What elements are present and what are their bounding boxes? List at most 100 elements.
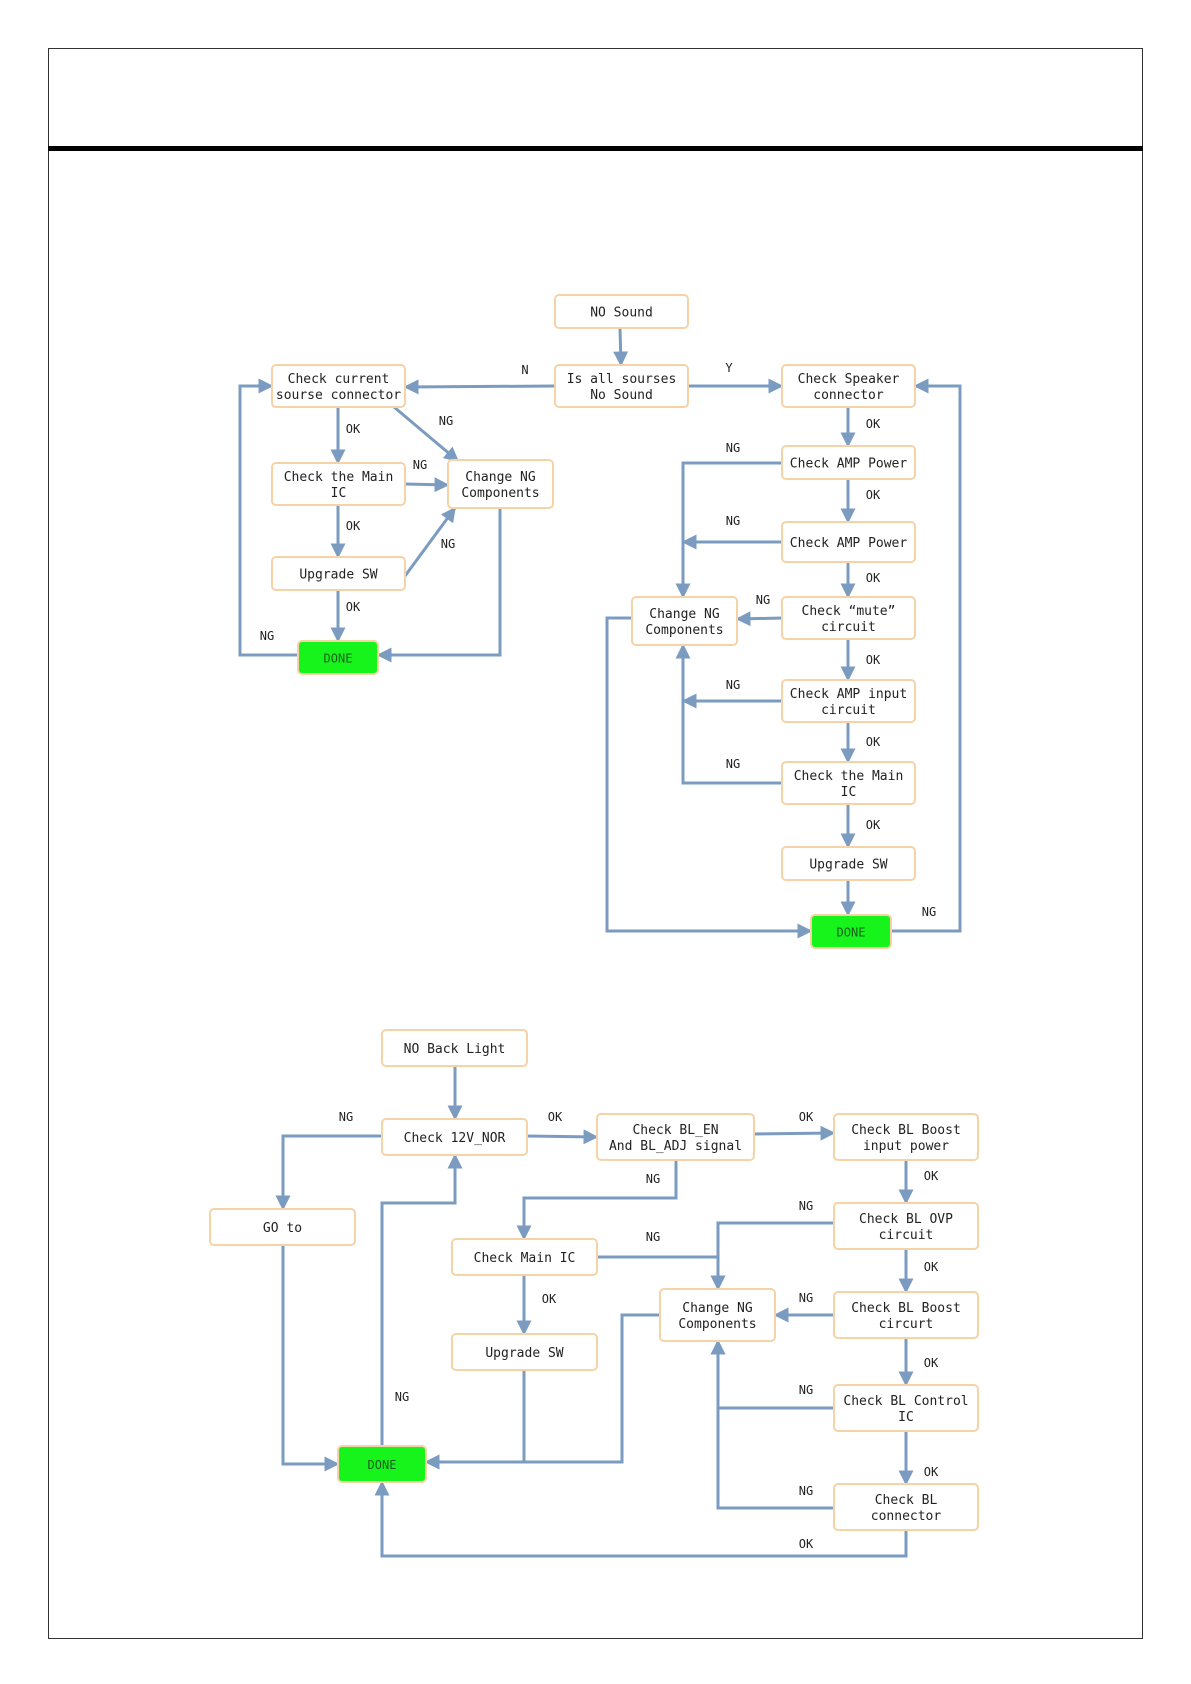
edge-label-ng: NG xyxy=(756,593,770,607)
node-label: Components xyxy=(461,486,539,501)
node-box xyxy=(271,556,406,591)
edge-arrow xyxy=(281,1245,340,1472)
node-check-12v: Check 12V_NOR xyxy=(381,1118,528,1156)
edge-label-ng: NG xyxy=(726,514,740,528)
edge-arrow xyxy=(735,611,783,627)
edge-label-ok: OK xyxy=(866,653,881,667)
node-upgrade-sw-3: Upgrade SW xyxy=(451,1333,598,1371)
node-label: Check Main IC xyxy=(474,1251,576,1266)
node-box xyxy=(271,462,406,506)
edge-arrow xyxy=(380,1153,463,1446)
edge-arrow xyxy=(403,379,556,395)
node-upgrade-sw-2: Upgrade SW xyxy=(781,846,916,881)
node-check-amp-power-1: Check AMP Power xyxy=(781,445,916,480)
node-label: circuit xyxy=(821,703,876,718)
node-label: GO to xyxy=(263,1221,302,1236)
edge-label-ng: NG xyxy=(646,1230,660,1244)
edge-label-ng: NG xyxy=(260,629,274,643)
node-label: circurt xyxy=(879,1317,934,1332)
edge-arrow xyxy=(597,1255,726,1291)
node-box xyxy=(631,596,738,646)
node-label: circuit xyxy=(879,1228,934,1243)
edge-label-ok: OK xyxy=(866,417,881,431)
node-label: DONE xyxy=(837,926,866,940)
edges-layer xyxy=(238,327,962,1558)
node-label: Check BL Control xyxy=(843,1394,968,1409)
node-label: connector xyxy=(813,388,884,403)
node-box xyxy=(781,761,916,805)
edge-arrow xyxy=(753,1125,836,1141)
node-done-1: DONE xyxy=(297,640,379,675)
node-label: IC xyxy=(898,1410,914,1425)
edge-arrow xyxy=(675,461,782,599)
edge-arrow xyxy=(516,1160,678,1241)
node-label: And BL_ADJ signal xyxy=(609,1139,742,1154)
edge-label-ng: NG xyxy=(441,537,455,551)
edge-arrow xyxy=(403,506,457,577)
edge-label-ok: OK xyxy=(924,1169,939,1183)
node-label: Upgrade SW xyxy=(299,568,377,583)
node-label: DONE xyxy=(368,1458,397,1472)
node-box xyxy=(337,1445,427,1483)
edge-label-ok: OK xyxy=(799,1110,814,1124)
node-box xyxy=(297,640,379,675)
node-label: Check AMP Power xyxy=(790,536,908,551)
edge-label-ng: NG xyxy=(413,458,427,472)
node-box xyxy=(833,1202,979,1250)
node-label: No Sound xyxy=(590,388,653,403)
node-box xyxy=(451,1333,598,1371)
node-box xyxy=(554,294,689,329)
header-rule xyxy=(48,146,1143,151)
node-box xyxy=(781,679,916,723)
edge-arrow xyxy=(891,378,962,933)
node-upgrade-sw-1: Upgrade SW xyxy=(271,556,406,591)
edge-arrow xyxy=(605,616,813,939)
node-box xyxy=(781,596,916,640)
edge-label-ng: NG xyxy=(799,1484,813,1498)
node-label: Upgrade SW xyxy=(485,1346,563,1361)
edge-label-ok: OK xyxy=(924,1465,939,1479)
edge-arrow xyxy=(613,327,629,367)
node-done-3: DONE xyxy=(337,1445,427,1483)
edge-arrow xyxy=(710,1339,834,1410)
edge-label-ng: NG xyxy=(646,1172,660,1186)
node-box xyxy=(596,1113,755,1161)
node-box xyxy=(833,1483,979,1531)
node-check-amp-power-2: Check AMP Power xyxy=(781,521,916,563)
edge-arrow xyxy=(238,378,298,657)
node-label: Components xyxy=(645,623,723,638)
node-label: Check BL Boost xyxy=(851,1123,961,1138)
node-label: Change NG xyxy=(465,470,536,485)
node-check-mute: Check “mute”circuit xyxy=(781,596,916,640)
edge-label-ng: NG xyxy=(799,1291,813,1305)
edge-label-ng: NG xyxy=(339,1110,353,1124)
node-no-sound: NO Sound xyxy=(554,294,689,329)
node-label: Check 12V_NOR xyxy=(404,1131,506,1146)
edge-arrow xyxy=(675,643,782,785)
node-label: Check the Main xyxy=(284,470,394,485)
node-no-back-light: NO Back Light xyxy=(381,1029,528,1067)
node-box xyxy=(381,1118,528,1156)
edge-label-ok: OK xyxy=(866,571,881,585)
edge-arrow xyxy=(374,1480,908,1558)
edge-label-ok: OK xyxy=(799,1537,814,1551)
edge-label-ng: NG xyxy=(395,1390,409,1404)
node-box xyxy=(659,1288,776,1342)
node-box xyxy=(781,521,916,563)
node-label: Check BL xyxy=(875,1493,938,1508)
page-frame xyxy=(48,48,1143,1639)
edge-label-ok: OK xyxy=(346,519,361,533)
node-done-2: DONE xyxy=(810,914,892,949)
